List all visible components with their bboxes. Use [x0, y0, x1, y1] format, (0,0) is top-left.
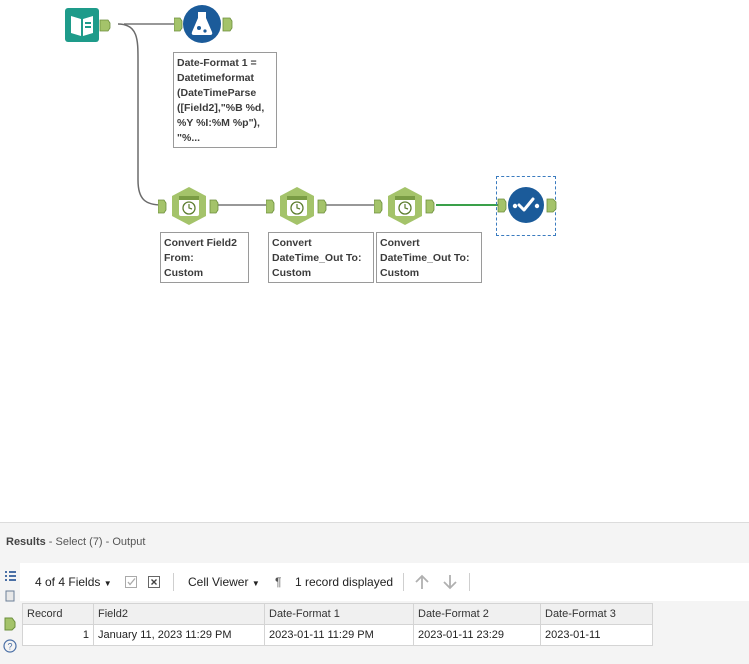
results-toolbar: 4 of 4 Fields ▼ Cell Viewer ▼ ¶ 1 record…	[20, 563, 749, 601]
toolbar-separator	[469, 573, 470, 591]
svg-text:?: ?	[7, 642, 12, 652]
cell-record[interactable]: 1	[22, 624, 94, 646]
book-icon	[65, 8, 111, 42]
workflow-canvas[interactable]: Date-Format 1 = Datetimeformat (DateTime…	[0, 0, 749, 522]
select-tool[interactable]	[496, 176, 557, 236]
table-row[interactable]: 1 January 11, 2023 11:29 PM 2023-01-11 1…	[22, 624, 653, 646]
convert-annotation-2: Convert DateTime_Out To: Custom	[268, 232, 374, 283]
list-icon[interactable]	[2, 568, 18, 584]
col-header-date-format-1[interactable]: Date-Format 1	[264, 603, 414, 625]
cell-viewer-dropdown[interactable]: Cell Viewer ▼	[188, 575, 260, 589]
help-icon[interactable]: ?	[2, 638, 18, 654]
results-label: Results	[6, 536, 46, 548]
datetime-tool-3[interactable]	[373, 186, 438, 226]
toolbar-separator	[173, 573, 174, 591]
results-grid: Record Field2 Date-Format 1 Date-Format …	[22, 603, 653, 646]
record-count: 1 record displayed	[295, 575, 394, 589]
clear-icon[interactable]	[147, 575, 161, 589]
fields-label: 4 of 4 Fields	[35, 575, 101, 589]
connection-wires	[117, 23, 498, 206]
pilcrow-icon[interactable]: ¶	[275, 575, 282, 589]
caret-down-icon: ▼	[251, 579, 260, 588]
cell-date-format-2[interactable]: 2023-01-11 23:29	[413, 624, 541, 646]
col-header-date-format-3[interactable]: Date-Format 3	[540, 603, 653, 625]
arrow-down-icon[interactable]	[441, 573, 459, 591]
results-subtitle: - Select (7) - Output	[45, 536, 146, 548]
clock-icon	[373, 187, 435, 225]
clock-icon	[157, 187, 219, 225]
caret-down-icon: ▼	[103, 579, 112, 588]
input-anchor-icon[interactable]	[2, 588, 18, 604]
input-data-tool[interactable]	[64, 6, 124, 44]
output-anchor-icon[interactable]	[2, 616, 18, 632]
col-header-field2[interactable]: Field2	[93, 603, 265, 625]
col-header-record[interactable]: Record	[22, 603, 94, 625]
side-rail: ?	[0, 563, 20, 664]
convert-annotation-1: Convert Field2 From: Custom	[160, 232, 249, 283]
fields-dropdown[interactable]: 4 of 4 Fields ▼	[35, 575, 112, 589]
toolbar-separator	[403, 573, 404, 591]
results-title: Results - Select (7) - Output	[6, 536, 145, 548]
formula-annotation: Date-Format 1 = Datetimeformat (DateTime…	[173, 52, 277, 148]
formula-tool[interactable]	[173, 4, 234, 46]
arrow-up-icon[interactable]	[413, 573, 431, 591]
results-panel: Results - Select (7) - Output ? 4 of 4 F…	[0, 522, 749, 664]
checkbox-icon[interactable]	[124, 575, 138, 589]
cell-viewer-label: Cell Viewer	[188, 575, 249, 589]
flask-icon	[173, 5, 233, 43]
datetime-tool-2[interactable]	[265, 186, 330, 226]
cell-field2[interactable]: January 11, 2023 11:29 PM	[93, 624, 265, 646]
cell-date-format-3[interactable]: 2023-01-11	[540, 624, 653, 646]
datetime-tool-1[interactable]	[157, 186, 222, 226]
cell-date-format-1[interactable]: 2023-01-11 11:29 PM	[264, 624, 414, 646]
col-header-date-format-2[interactable]: Date-Format 2	[413, 603, 541, 625]
convert-annotation-3: Convert DateTime_Out To: Custom	[376, 232, 482, 283]
clock-icon	[265, 187, 327, 225]
header-row: Record Field2 Date-Format 1 Date-Format …	[22, 603, 653, 625]
check-icon	[497, 187, 557, 223]
